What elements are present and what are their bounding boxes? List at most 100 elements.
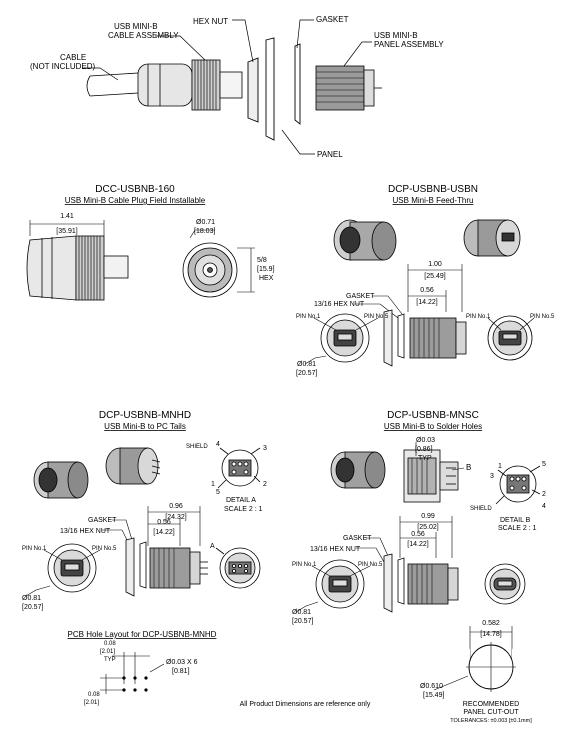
usbn-dim2-in: 0.56 <box>420 287 434 294</box>
cable-label-1: CABLE <box>60 53 86 62</box>
dcc-diameter-mm: [18.03] <box>194 228 215 235</box>
mnhd-title: DCP-USBNB-MNHD <box>99 410 191 421</box>
mnsc-detail-b <box>495 465 541 505</box>
usbn-dimensions <box>356 264 463 319</box>
mnsc-hex-nut-label: 13/16 HEX NUT <box>310 546 361 553</box>
usbn-diameter-mm: [20.57] <box>296 370 317 377</box>
dcc-side-view <box>26 235 129 301</box>
usbn-subtitle: USB Mini-B Feed-Thru <box>393 196 474 205</box>
mnhd-pin1-label: PIN No.1 <box>22 546 47 552</box>
pcb-pitch-in: 0.08 <box>104 641 116 647</box>
mnhd-dim2-mm: [14.22] <box>153 529 174 536</box>
cutout-label-1: RECOMMENDED <box>463 701 519 708</box>
panel-assembly-label-2: PANEL ASSEMBLY <box>374 40 444 49</box>
mnsc-dimensions <box>356 516 453 563</box>
mnhd-pin1: 1 <box>211 481 215 488</box>
usbn-dim1-mm: [25.49] <box>424 273 445 280</box>
usbn-gasket-label: GASKET <box>346 293 375 300</box>
mnhd-detail-a <box>217 447 261 489</box>
pcb-title: PCB Hole Layout for DCP-USBNB-MNHD <box>68 630 217 639</box>
pcb-row-mm: [2.01] <box>84 700 99 706</box>
mnsc-shield-label: SHIELD <box>470 506 492 512</box>
usbn-pin1-label: PIN No.1 <box>296 314 321 320</box>
cutout-label-2: PANEL CUT-OUT <box>463 709 519 716</box>
mnsc-hole-in: Ø0.03 <box>416 437 435 444</box>
usbn-front-view <box>320 313 370 363</box>
usbn-rear-view <box>487 315 533 361</box>
mnhd-shield-label: SHIELD <box>186 444 208 450</box>
mnsc-dim1-mm: [25.02] <box>417 524 438 531</box>
cutout-diameter-in: Ø0.610 <box>420 683 443 690</box>
dcc-hex-in: 5/8 <box>257 257 267 264</box>
mnhd-pin5: 5 <box>216 489 220 496</box>
cutout-tolerance: TOLERANCES: ±0.003 [±0.1mm] <box>450 718 532 724</box>
mnsc-pin2: 2 <box>542 491 546 498</box>
dcc-length-dimension <box>29 220 105 236</box>
usbn-title: DCP-USBNB-USBN <box>388 184 478 195</box>
cutout-flat-mm: [14.78] <box>480 631 501 638</box>
mnhd-subtitle: USB Mini-B to PC Tails <box>104 422 186 431</box>
pcb-holes <box>122 676 148 692</box>
cutout-drawing <box>466 642 516 702</box>
mnhd-detail-label: DETAIL A <box>226 497 256 504</box>
mnhd-iso-right <box>105 447 161 485</box>
cable-assembly-label-2: CABLE ASSEMBLY <box>108 31 179 40</box>
mnhd-side-view <box>125 537 208 597</box>
mnsc-pin1: 1 <box>498 463 502 470</box>
assembly-leaders <box>82 19 372 155</box>
mnsc-dim2-in: 0.56 <box>411 531 425 538</box>
panel-cutout-section: 0.582 [14.78] Ø0.610 [15.49] RECOMMENDED… <box>420 620 532 724</box>
gasket-drawing <box>294 43 301 125</box>
mnsc-title: DCP-USBNB-MNSC <box>387 410 479 421</box>
mnsc-detail-label: DETAIL B <box>500 517 531 524</box>
mnsc-hole-mm: [0.86] <box>415 446 433 453</box>
usbn-diameter-in: Ø0.81 <box>297 361 316 368</box>
mnsc-side-view <box>383 553 459 613</box>
dcc-length-mm: [35.91] <box>56 228 77 235</box>
mnhd-dim1-mm: [24.32] <box>165 514 186 521</box>
mnsc-side-top <box>403 449 459 503</box>
mnsc-front-view <box>315 559 365 609</box>
panel-assembly-label-1: USB MINI-B <box>374 31 418 40</box>
mnhd-pin3: 3 <box>263 445 267 452</box>
mnhd-dim2-in: 0.56 <box>157 519 171 526</box>
hex-nut-drawing <box>247 57 259 123</box>
cutout-flat-in: 0.582 <box>482 620 500 627</box>
mnsc-iso-left <box>330 451 386 489</box>
mnhd-diameter-mm: [20.57] <box>22 604 43 611</box>
dcc-hex-mm: [15.9] <box>257 266 275 273</box>
pcb-pitch-mm: [2.01] <box>100 649 115 655</box>
pcb-hole-mm: [0.81] <box>172 668 190 675</box>
dcp-usbnb-mnhd-section: DCP-USBNB-MNHD USB Mini-B to PC Tails <box>22 410 267 611</box>
footer-note: All Product Dimensions are reference onl… <box>240 701 371 708</box>
mnsc-dim1-in: 0.99 <box>421 513 435 520</box>
dcc-front-dimensions <box>189 229 255 293</box>
cutout-diameter-mm: [15.49] <box>423 692 444 699</box>
panel-assembly-drawing <box>315 65 382 111</box>
dcc-title: DCC-USBNB-160 <box>95 184 175 195</box>
mnhd-scale-label: SCALE 2 : 1 <box>224 506 263 513</box>
pcb-typ-label: TYP <box>104 657 116 663</box>
dcc-diameter-in: Ø0.71 <box>196 219 215 226</box>
dcp-usbnb-usbn-section: DCP-USBNB-USBN USB Mini-B Feed-Thru 1.00 <box>296 184 555 377</box>
usbn-pin-leaders <box>304 317 535 365</box>
mnsc-pin1-label: PIN No.1 <box>292 562 317 568</box>
pcb-hole-layout-section: PCB Hole Layout for DCP-USBNB-MNHD 0.08 … <box>68 630 217 706</box>
cable-drawing <box>86 72 139 97</box>
mnsc-rear-view <box>484 563 526 605</box>
mnsc-subtitle: USB Mini-B to Solder Holes <box>384 422 482 431</box>
usbn-iso-left <box>333 219 397 261</box>
mnsc-pin-leaders <box>295 565 371 613</box>
mnhd-callout-a: A <box>210 543 215 550</box>
mnhd-gasket-label: GASKET <box>88 517 117 524</box>
dcc-hex-label: HEX <box>259 275 274 282</box>
cable-label-2: (NOT INCLUDED) <box>30 62 96 71</box>
usbn-hex-nut-label: 13/16 HEX NUT <box>314 301 365 308</box>
panel-label: PANEL <box>317 150 343 159</box>
mnsc-pin5: 5 <box>542 461 546 468</box>
cable-assembly-label-1: USB MINI-B <box>114 22 158 31</box>
usbn-pin1b-label: PIN No.1 <box>466 314 491 320</box>
mnsc-diameter-mm: [20.57] <box>292 618 313 625</box>
mnhd-front-view <box>47 543 97 593</box>
